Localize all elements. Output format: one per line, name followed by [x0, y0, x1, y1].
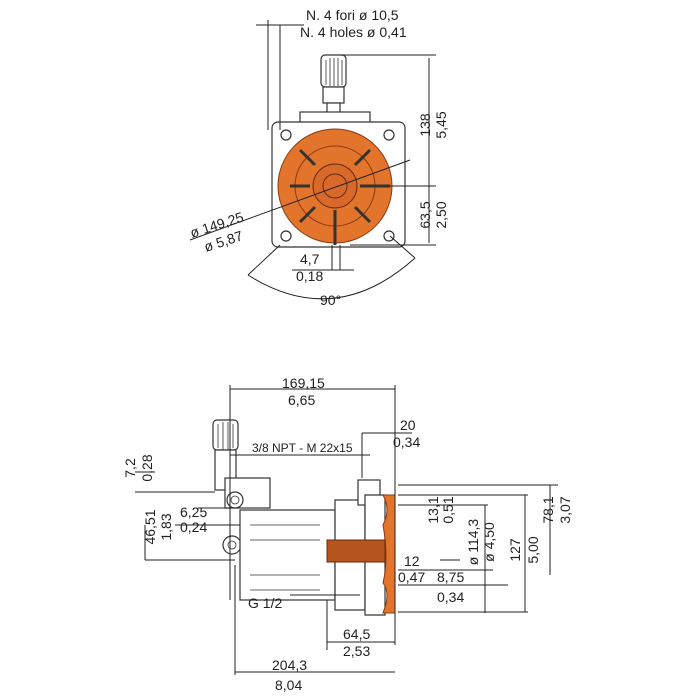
key-mm: 4,7 — [300, 251, 320, 267]
center-in: 2,50 — [433, 201, 449, 228]
center-mm: 63,5 — [417, 201, 433, 228]
height-in: 5,45 — [433, 111, 449, 138]
v2-in: 1,83 — [158, 513, 174, 540]
top-mm: 78,1 — [540, 496, 556, 523]
pressure-knob — [320, 54, 347, 116]
total-in: 8,04 — [275, 677, 302, 693]
side-view: 169,15 6,65 20 0,34 3/8 NPT - M 22x15 7,… — [122, 375, 573, 693]
height-in: 5,00 — [525, 536, 541, 563]
holes-label-en: N. 4 holes ø 0,41 — [300, 24, 407, 40]
d12-in: 0,47 — [398, 569, 425, 585]
angle-label: 90° — [320, 292, 341, 308]
total-mm: 204,3 — [272, 657, 307, 673]
height-mm: 138 — [417, 113, 433, 137]
front-view: N. 4 fori ø 10,5 N. 4 holes ø 0,41 138 5… — [188, 7, 449, 308]
v1-in: 0,28 — [139, 454, 155, 481]
length2-mm: 64,5 — [343, 626, 370, 642]
height-mm: 127 — [507, 538, 523, 562]
h3-in: 0,24 — [180, 519, 207, 535]
inlet-port — [222, 535, 242, 555]
pump-head — [239, 509, 336, 601]
holes-label-it: N. 4 fori ø 10,5 — [306, 7, 399, 23]
inlet-label: G 1/2 — [248, 595, 282, 611]
v2-mm: 46,51 — [142, 509, 158, 544]
length1-mm: 169,15 — [282, 375, 325, 391]
length2-in: 2,53 — [343, 643, 370, 659]
d875-in: 0,34 — [437, 589, 464, 605]
key-in: 0,18 — [296, 268, 323, 284]
flange-mm: ø 114,3 — [465, 519, 481, 566]
flange-in: ø 4,50 — [481, 522, 497, 562]
valve-knob — [212, 419, 239, 491]
shaft-hub — [326, 539, 386, 563]
thread-label: 3/8 NPT - M 22x15 — [252, 441, 353, 455]
top-in: 3,07 — [557, 496, 573, 523]
d12-mm: 12 — [404, 553, 420, 569]
shaft-mm: 13,1 — [425, 496, 441, 523]
offset-in: 0,34 — [393, 434, 420, 450]
length1-in: 6,65 — [288, 392, 315, 408]
h3-mm: 6,25 — [180, 504, 207, 520]
motor-flange — [382, 494, 396, 614]
d875-mm: 8,75 — [437, 569, 464, 585]
offset-mm: 20 — [400, 417, 416, 433]
v1-mm: 7,2 — [122, 458, 138, 478]
shaft-in: 0,51 — [440, 496, 456, 523]
bolt-holes — [280, 129, 395, 242]
